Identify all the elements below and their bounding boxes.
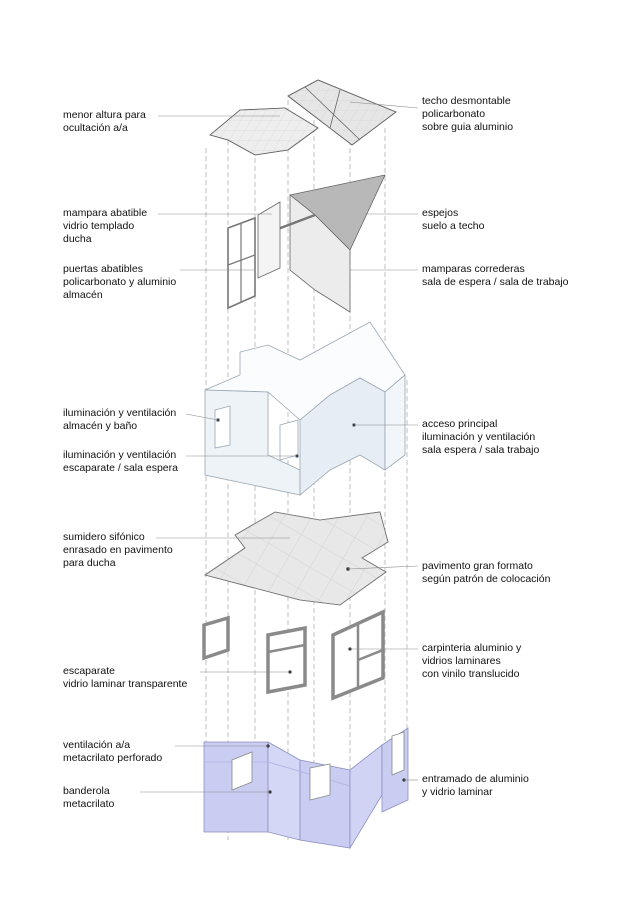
- wall-opening-shopwindow: [279, 419, 299, 461]
- facade-right: [349, 744, 383, 850]
- walls-layer: [204, 321, 406, 496]
- hinged-glass-screen: [257, 201, 281, 279]
- wall-opening-storage: [214, 405, 231, 449]
- signage-panel-1: [231, 751, 253, 791]
- ceiling-layer: [209, 79, 397, 156]
- signage-panel-2: [309, 763, 331, 801]
- carpentry-layer: [202, 609, 385, 701]
- signage-panel-3: [391, 731, 405, 776]
- pavement-layer: [204, 511, 389, 606]
- leader-lines: [140, 101, 419, 793]
- facade-front: [267, 741, 301, 841]
- frame-shopwindow: [266, 625, 307, 695]
- frame-storage-window: [202, 615, 230, 661]
- partitions-layer: [227, 174, 386, 313]
- facade-layer: [203, 727, 409, 850]
